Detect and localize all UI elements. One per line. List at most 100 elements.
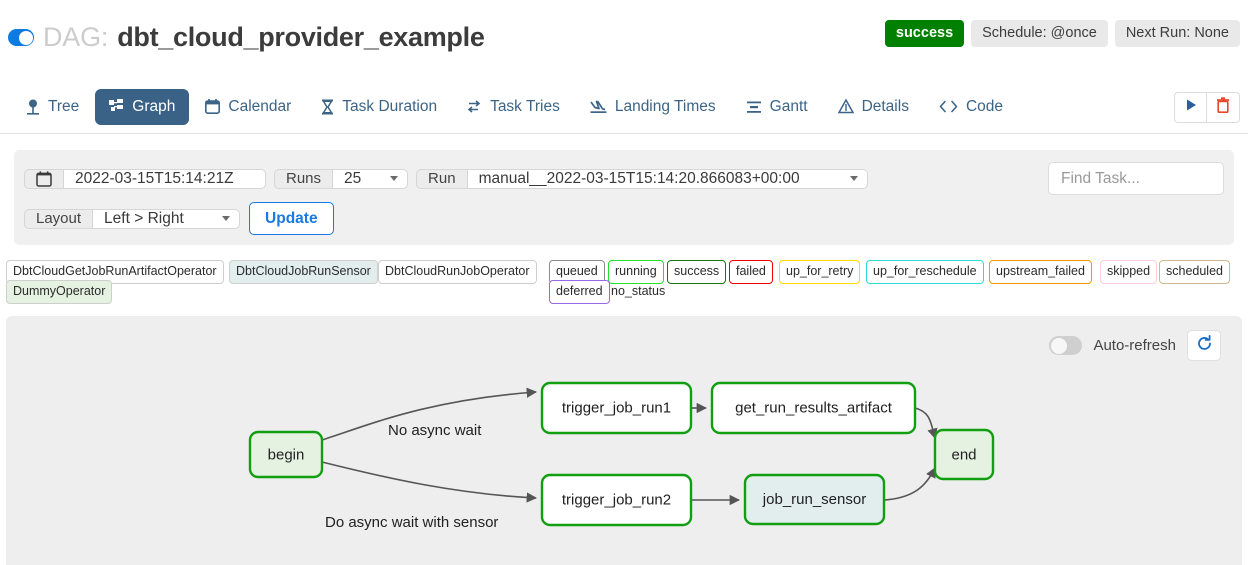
legend-state[interactable]: up_for_retry xyxy=(779,260,861,284)
tab-label: Task Tries xyxy=(490,97,560,115)
tab-list: Tree Graph Calendar Task Duration Task T xyxy=(12,79,1017,134)
dag-view-tabbar: Tree Graph Calendar Task Duration Task T xyxy=(0,79,1248,134)
toggle-knob xyxy=(1050,337,1067,354)
legend-operator[interactable]: DbtCloudJobRunSensor xyxy=(229,260,378,284)
edge-begin-to-trigger-job-run2[interactable] xyxy=(321,461,538,503)
dag-name: dbt_cloud_provider_example xyxy=(117,22,485,52)
update-button[interactable]: Update xyxy=(249,202,334,235)
tab-landing-times[interactable]: Landing Times xyxy=(576,89,730,125)
dag-graph-canvas[interactable]: No async wait Do async wait with sensor … xyxy=(6,316,1242,565)
play-icon xyxy=(1184,98,1198,117)
legend-state[interactable]: failed xyxy=(729,260,773,284)
graph-filter-toolbar: 2022-03-15T15:14:21Z Runs 25 Run manual_… xyxy=(14,150,1234,245)
tab-graph[interactable]: Graph xyxy=(95,88,190,125)
toolbar-row-primary: 2022-03-15T15:14:21Z Runs 25 Run manual_… xyxy=(24,162,1224,195)
task-node-job-run-sensor[interactable]: job_run_sensor xyxy=(743,473,886,526)
auto-refresh-controls: Auto-refresh xyxy=(1049,330,1221,361)
graph-edges xyxy=(321,387,938,506)
find-task-input[interactable]: Find Task... xyxy=(1048,162,1224,195)
calendar-icon-button[interactable] xyxy=(24,168,64,189)
runs-value: 25 xyxy=(344,169,362,187)
run-label: Run xyxy=(416,168,468,189)
next-run-badge[interactable]: Next Run: None xyxy=(1114,20,1240,47)
edge-artifact-to-end[interactable] xyxy=(914,407,938,440)
dag-badges: success Schedule: @once Next Run: None xyxy=(884,20,1240,47)
legend-state[interactable]: upstream_failed xyxy=(989,260,1092,284)
task-node-label: trigger_job_run2 xyxy=(562,492,671,509)
tab-gantt[interactable]: Gantt xyxy=(732,89,822,125)
edge-begin-to-trigger-job-run1[interactable] xyxy=(321,387,538,441)
tab-task-duration[interactable]: Task Duration xyxy=(307,89,451,125)
layout-value: Left > Right xyxy=(104,209,184,227)
schedule-badge[interactable]: Schedule: @once xyxy=(971,20,1108,47)
base-date-input[interactable]: 2022-03-15T15:14:21Z xyxy=(64,168,266,189)
dag-header: DAG: dbt_cloud_provider_example success … xyxy=(0,0,1248,72)
chevron-down-icon xyxy=(222,216,231,221)
legend-state: no_status xyxy=(611,284,666,298)
task-node-end[interactable]: end xyxy=(933,428,995,481)
layout-label: Layout xyxy=(24,208,94,229)
runs-label: Runs xyxy=(274,168,334,189)
dag-graph-panel: Auto-refresh No async xyxy=(6,316,1242,565)
edge-label-do-async-wait: Do async wait with sensor xyxy=(325,514,498,531)
tab-label: Task Duration xyxy=(342,97,438,115)
triangle-alert-icon xyxy=(837,99,854,114)
dag-label: DAG: xyxy=(43,22,109,52)
refresh-icon xyxy=(1196,334,1213,357)
dag-action-buttons xyxy=(1174,92,1240,123)
task-node-begin[interactable]: begin xyxy=(248,430,324,479)
task-node-trigger-job-run1[interactable]: trigger_job_run1 xyxy=(540,381,693,435)
legend-zone: DbtCloudGetJobRunArtifactOperator DbtClo… xyxy=(0,258,1248,310)
legend-state[interactable]: deferred xyxy=(549,280,610,304)
run-value: manual__2022-03-15T15:14:20.866083+00:00 xyxy=(478,169,800,187)
tree-icon xyxy=(26,99,40,115)
tab-label: Graph xyxy=(132,97,176,115)
task-node-trigger-job-run2[interactable]: trigger_job_run2 xyxy=(540,473,693,527)
legend-operator[interactable]: DbtCloudGetJobRunArtifactOperator xyxy=(6,260,224,284)
tab-label: Code xyxy=(965,97,1004,115)
legend-state[interactable]: up_for_reschedule xyxy=(866,260,984,284)
tab-details[interactable]: Details xyxy=(824,89,923,125)
edge-label-no-async-wait: No async wait xyxy=(388,422,482,439)
auto-refresh-toggle[interactable] xyxy=(1049,336,1083,355)
task-node-label: trigger_job_run1 xyxy=(562,400,671,417)
chevron-down-icon xyxy=(849,176,858,181)
task-node-label: end xyxy=(951,447,976,464)
tab-label: Details xyxy=(861,97,909,115)
tab-code[interactable]: Code xyxy=(925,89,1017,125)
plane-landing-icon xyxy=(590,99,607,114)
runs-group: Runs 25 xyxy=(274,168,409,189)
refresh-button[interactable] xyxy=(1187,330,1221,361)
run-group: Run manual__2022-03-15T15:14:20.866083+0… xyxy=(416,168,868,189)
layout-select[interactable]: Left > Right xyxy=(93,208,241,229)
task-node-label: begin xyxy=(268,447,305,464)
status-badge: success xyxy=(884,20,965,47)
runs-select[interactable]: 25 xyxy=(333,168,409,189)
legend-operator[interactable]: DbtCloudRunJobOperator xyxy=(378,260,537,284)
legend-operator[interactable]: DummyOperator xyxy=(6,280,113,304)
chevron-down-icon xyxy=(390,176,399,181)
gantt-icon xyxy=(746,100,762,114)
auto-refresh-label: Auto-refresh xyxy=(1093,337,1176,354)
dag-paused-toggle[interactable] xyxy=(8,29,34,46)
tab-task-tries[interactable]: Task Tries xyxy=(453,89,574,125)
tab-calendar[interactable]: Calendar xyxy=(191,89,305,125)
trigger-dag-button[interactable] xyxy=(1174,92,1207,123)
task-node-get-run-results-artifact[interactable]: get_run_results_artifact xyxy=(710,381,917,435)
task-node-label: job_run_sensor xyxy=(762,491,866,508)
tab-label: Landing Times xyxy=(614,97,716,115)
toggle-knob xyxy=(18,30,33,45)
legend-state[interactable]: skipped xyxy=(1100,260,1158,284)
legend-state[interactable]: running xyxy=(608,260,664,284)
retry-icon xyxy=(467,99,482,114)
run-select[interactable]: manual__2022-03-15T15:14:20.866083+00:00 xyxy=(467,168,868,189)
delete-dag-button[interactable] xyxy=(1207,92,1240,123)
legend-state[interactable]: success xyxy=(667,260,727,284)
toolbar-row-layout: Layout Left > Right Update xyxy=(24,202,1224,235)
tab-tree[interactable]: Tree xyxy=(12,89,93,125)
edge-sensor-to-end[interactable] xyxy=(883,467,936,501)
calendar-icon xyxy=(205,99,221,114)
base-date-group: 2022-03-15T15:14:21Z xyxy=(24,168,266,189)
trash-icon xyxy=(1216,97,1230,118)
legend-state[interactable]: scheduled xyxy=(1159,260,1230,284)
